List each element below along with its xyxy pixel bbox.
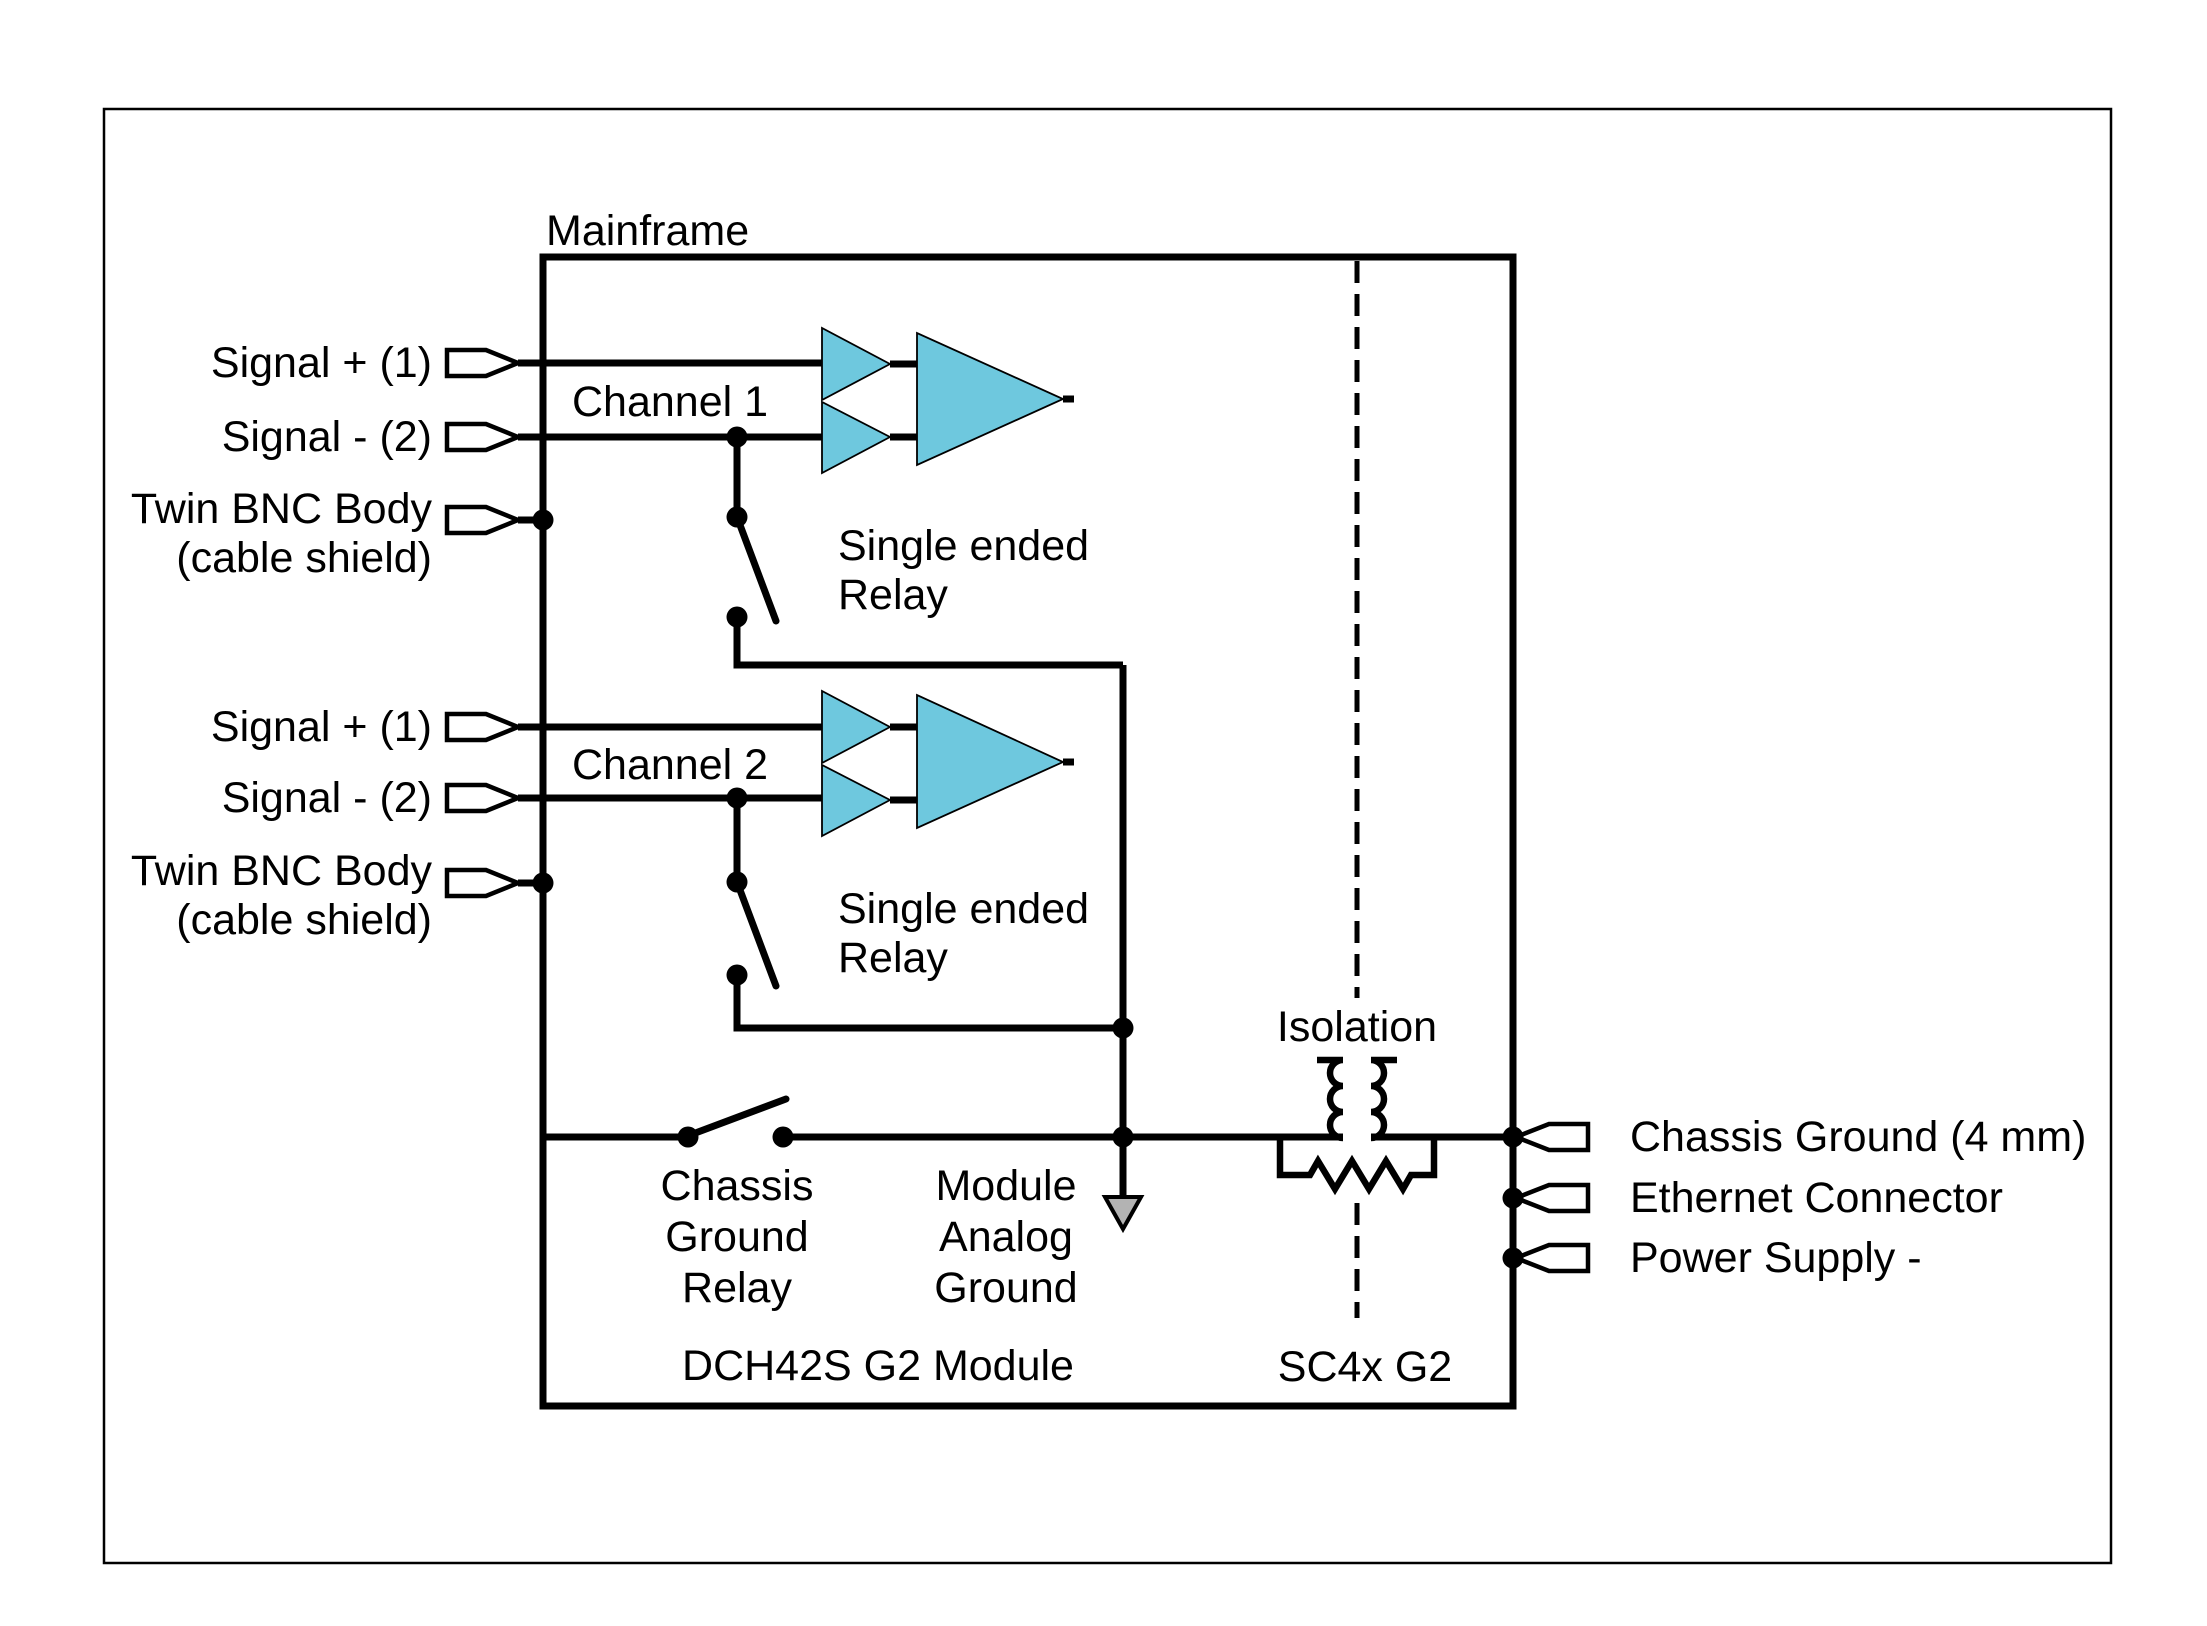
wire-ch1-relay-out: [733, 617, 1123, 669]
isolation-resistor: [1276, 1137, 1438, 1196]
junction-dot: [726, 871, 748, 893]
page-border: [102, 107, 2113, 1565]
junction-dot: [532, 872, 554, 894]
transformer-primary-coil: [1317, 1056, 1344, 1142]
ch2-diff-amp-icon: [916, 693, 1066, 830]
ch2-relay-note-line2: Relay: [838, 934, 948, 982]
ch1-buffer-plus-icon: [821, 326, 892, 402]
amplifiers: [821, 326, 1066, 838]
ch2-bnc-label-line2: (cable shield): [176, 896, 432, 944]
junction-dot: [726, 506, 748, 528]
ch1-signal-plus-label: Signal + (1): [210, 339, 432, 387]
junction-dot: [726, 606, 748, 628]
ch1-bnc-label-line1: Twin BNC Body: [130, 485, 432, 533]
junction-dot: [1112, 1126, 1134, 1148]
module-ground-caption-line3: Ground: [934, 1264, 1078, 1312]
junction-dot: [726, 426, 748, 448]
ch2-relay-note-line1: Single ended: [838, 885, 1090, 933]
channel2-title: Channel 2: [572, 741, 769, 789]
ch1-relay-note-line2: Relay: [838, 571, 948, 619]
chassis-relay-blade: [686, 1095, 790, 1139]
ch2-buffer-plus-icon: [821, 689, 892, 765]
mainframe-title: Mainframe: [546, 207, 750, 255]
chassis-ground-port-label: Chassis Ground (4 mm): [1630, 1113, 2087, 1161]
ch1-relay-blade: [733, 513, 780, 625]
junction-dot: [677, 1126, 699, 1148]
ch1-signal-plus-connector-icon: [444, 347, 524, 379]
ch1-diff-amp-icon: [916, 331, 1066, 467]
transformer-secondary-coil: [1370, 1056, 1397, 1142]
ch2-signal-plus-connector-icon: [444, 711, 524, 743]
junction-dot: [726, 964, 748, 986]
ch2-signal-plus-label: Signal + (1): [210, 703, 432, 751]
controller-name-label: SC4x G2: [1277, 1343, 1453, 1391]
ethernet-port-label: Ethernet Connector: [1630, 1174, 2003, 1222]
junction-dot: [1502, 1126, 1524, 1148]
module-name-label: DCH42S G2 Module: [682, 1342, 1074, 1390]
wires: [518, 359, 1513, 1199]
power-supply-connector-icon: [1509, 1242, 1591, 1274]
ch1-bnc-label-line2: (cable shield): [176, 534, 432, 582]
channel1-title: Channel 1: [572, 378, 769, 426]
chassis-relay-caption-line3: Relay: [682, 1264, 792, 1312]
ethernet-connector-icon: [1509, 1182, 1591, 1214]
ch2-bnc-body-connector-icon: [444, 867, 524, 899]
junction-dot: [1502, 1247, 1524, 1269]
ch1-signal-minus-label: Signal - (2): [221, 413, 432, 461]
ch2-buffer-minus-icon: [821, 763, 892, 838]
analog-ground-arrow-icon: [1101, 1195, 1145, 1234]
wire-ch2-relay-out: [733, 975, 1123, 1032]
ch1-bnc-label: Twin BNC Body(cable shield): [131, 485, 432, 583]
ch1-signal-minus-connector-icon: [444, 421, 524, 453]
junction-dots: [532, 426, 1524, 1269]
ch1-relay-note-line1: Single ended: [838, 522, 1090, 570]
power-supply-port-label: Power Supply -: [1630, 1234, 1922, 1282]
junction-dot: [772, 1126, 794, 1148]
ch2-relay-blade: [733, 878, 780, 990]
ch1-buffer-minus-icon: [821, 400, 892, 475]
ch1-bnc-body-connector-icon: [444, 504, 524, 536]
junction-dot: [532, 509, 554, 531]
junction-dot: [1112, 1017, 1134, 1039]
mainframe-box: [539, 253, 1517, 1410]
module-ground-caption-line2: Analog: [939, 1213, 1073, 1261]
ch2-bnc-label: Twin BNC Body(cable shield): [131, 847, 432, 945]
chassis-relay-caption-line1: Chassis: [660, 1162, 814, 1210]
ch2-bnc-label-line1: Twin BNC Body: [130, 847, 432, 895]
ch2-signal-minus-label: Signal - (2): [221, 774, 432, 822]
junction-dot: [726, 787, 748, 809]
isolation-label: Isolation: [1276, 1003, 1438, 1051]
chassis-ground-connector-icon: [1509, 1121, 1591, 1153]
ch2-signal-minus-connector-icon: [444, 782, 524, 814]
junction-dot: [1502, 1187, 1524, 1209]
chassis-relay-caption-line2: Ground: [665, 1213, 809, 1261]
module-ground-caption-line1: Module: [935, 1162, 1077, 1210]
